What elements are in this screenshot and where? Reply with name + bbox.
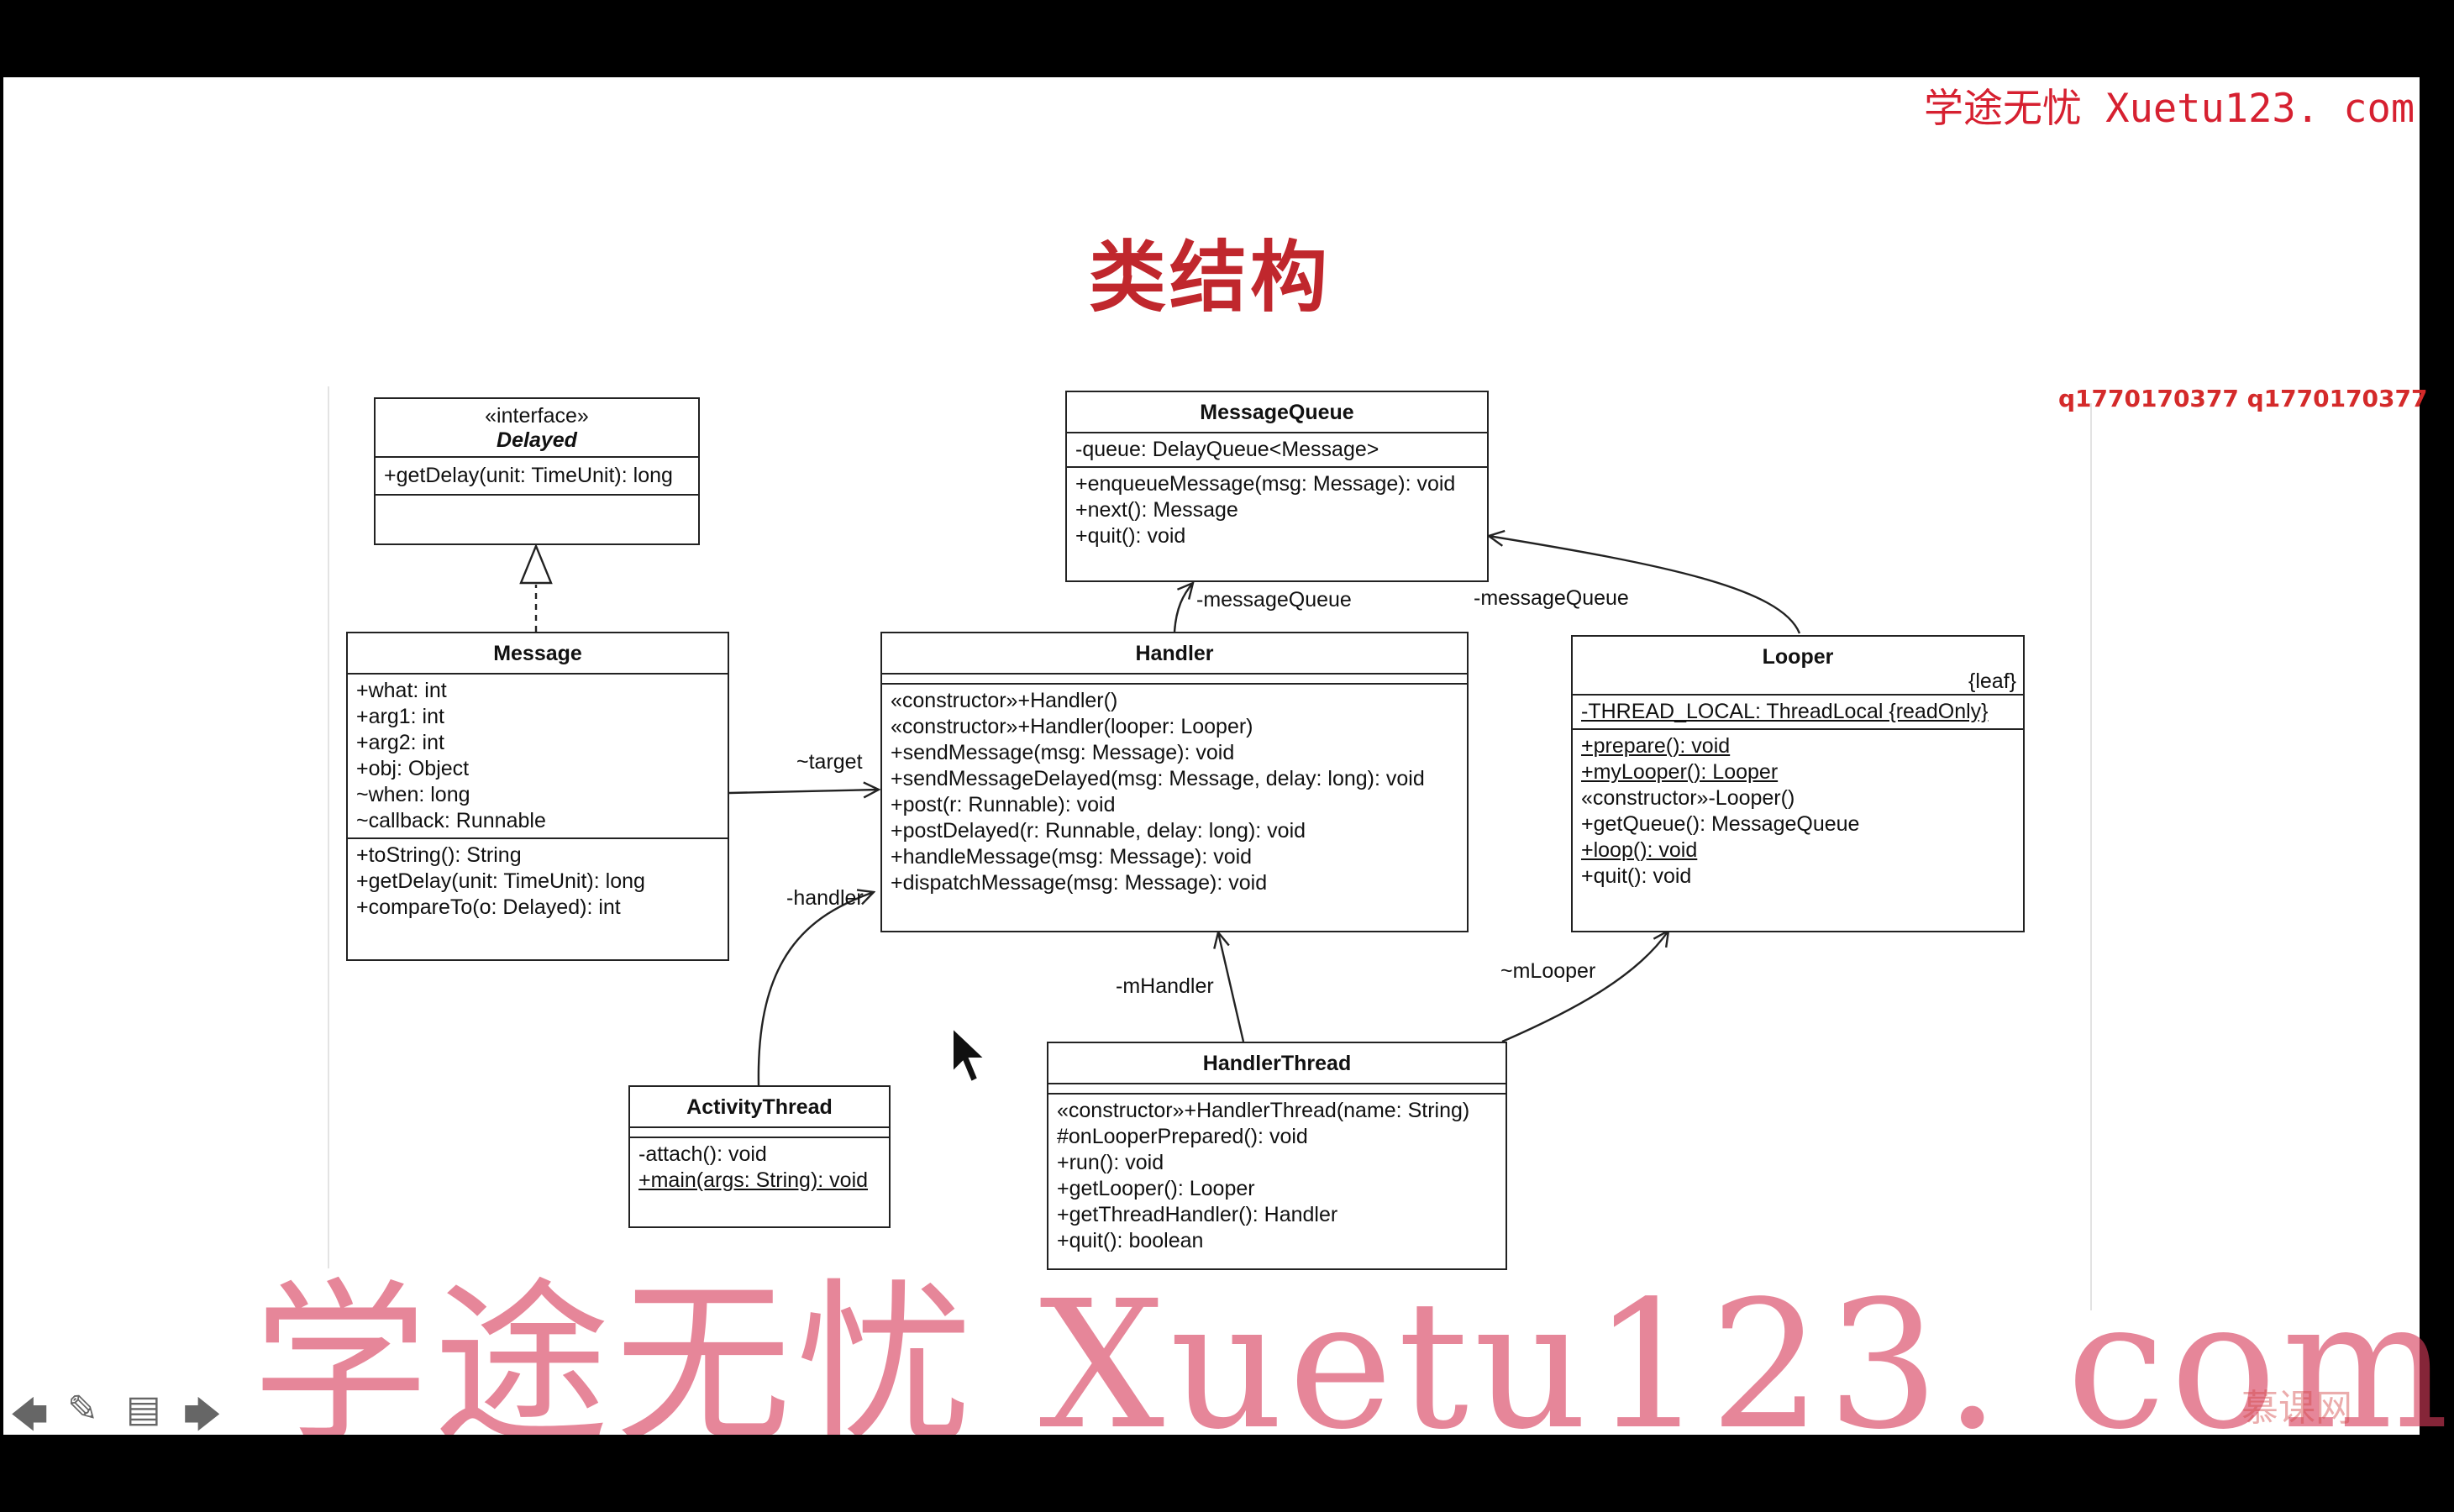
- handler-op: «constructor»+Handler(): [891, 689, 1118, 712]
- looper-property: {leaf}: [1968, 669, 2016, 693]
- label-m-handler: -mHandler: [1116, 974, 1214, 998]
- class-message: Message +what: int +arg1: int +arg2: int…: [346, 632, 729, 961]
- target-line: [728, 790, 879, 793]
- looper-op: +quit(): void: [1581, 864, 1692, 888]
- realization-triangle-icon: [519, 543, 553, 585]
- message-attr: ~callback: Runnable: [356, 809, 546, 832]
- looper-op: +getQueue(): MessageQueue: [1581, 812, 1860, 836]
- message-attr: ~when: long: [356, 783, 470, 806]
- message-name: Message: [493, 642, 582, 665]
- message-attr: +what: int: [356, 679, 447, 702]
- message-queue-op: +next(): Message: [1075, 498, 1238, 522]
- handler-name: Handler: [1135, 642, 1214, 665]
- top-black-bar: [0, 0, 2420, 77]
- handler-thread-op: +getLooper(): Looper: [1057, 1177, 1255, 1200]
- brand-logo: 慕课网: [2241, 1387, 2352, 1430]
- handler-thread-op: «constructor»+HandlerThread(name: String…: [1057, 1099, 1470, 1122]
- delayed-op: +getDelay(unit: TimeUnit): long: [384, 464, 673, 487]
- class-message-queue: MessageQueue -queue: DelayQueue<Message>…: [1065, 391, 1489, 582]
- message-queue-name: MessageQueue: [1200, 401, 1354, 424]
- looper-queue-line: [1489, 536, 1801, 634]
- activity-thread-empty-section: [630, 1126, 889, 1137]
- arrow-right-icon[interactable]: 🡆: [183, 1394, 222, 1436]
- looper-op: +loop(): void: [1581, 838, 1698, 862]
- activity-thread-name: ActivityThread: [686, 1095, 833, 1119]
- arrow-left-icon[interactable]: 🡄: [10, 1394, 49, 1436]
- delayed-stereotype: «interface»: [485, 404, 589, 428]
- label-handler-message-queue: -messageQueue: [1196, 588, 1352, 612]
- handler-thread-op: +getThreadHandler(): Handler: [1057, 1203, 1338, 1226]
- label-looper-message-queue: -messageQueue: [1474, 586, 1629, 610]
- handler-thread-op: #onLooperPrepared(): void: [1057, 1125, 1308, 1148]
- class-delayed: «interface» Delayed +getDelay(unit: Time…: [374, 397, 700, 545]
- message-attr: +arg2: int: [356, 731, 444, 754]
- looper-op: +myLooper(): Looper: [1581, 760, 1779, 784]
- message-op: +toString(): String: [356, 843, 522, 867]
- looper-op: +prepare(): void: [1581, 734, 1731, 758]
- handler-thread-op: +run(): void: [1057, 1151, 1164, 1174]
- handlerthread-looper-line: [1501, 931, 1668, 1043]
- mouse-cursor-icon: [952, 1026, 987, 1084]
- activitythread-handler-line: [757, 892, 874, 1086]
- label-target: ~target: [796, 750, 863, 774]
- delayed-empty-section: [376, 494, 698, 536]
- handler-op: «constructor»+Handler(looper: Looper): [891, 715, 1253, 738]
- message-op: +compareTo(o: Delayed): int: [356, 895, 621, 919]
- activity-thread-op: +main(args: String): void: [638, 1168, 869, 1192]
- handler-thread-op: +quit(): boolean: [1057, 1229, 1204, 1252]
- label-handler: -handler: [786, 886, 864, 910]
- handler-op: +post(r: Runnable): void: [891, 793, 1116, 816]
- handler-op: +sendMessage(msg: Message): void: [891, 741, 1235, 764]
- handler-op: +handleMessage(msg: Message): void: [891, 845, 1253, 869]
- handlerthread-handler-line: [1218, 932, 1245, 1042]
- looper-name: Looper: [1762, 645, 1834, 669]
- handler-thread-empty-section: [1048, 1083, 1506, 1093]
- message-queue-attr: -queue: DelayQueue<Message>: [1075, 438, 1379, 461]
- handler-queue-line: [1173, 583, 1193, 633]
- slides-icon[interactable]: ▤: [126, 1389, 161, 1430]
- message-queue-op: +enqueueMessage(msg: Message): void: [1075, 472, 1456, 496]
- qq-text: q1770170377 q1770170377: [2058, 385, 2428, 412]
- message-attr: +obj: Object: [356, 757, 470, 780]
- handler-empty-section: [882, 673, 1467, 683]
- handler-thread-name: HandlerThread: [1202, 1052, 1352, 1075]
- message-attr: +arg1: int: [356, 705, 444, 728]
- handler-op: +sendMessageDelayed(msg: Message, delay:…: [891, 767, 1425, 790]
- slide-title: 类结构: [1088, 233, 1331, 323]
- bottom-black-bar: [0, 1435, 2420, 1512]
- handler-op: +dispatchMessage(msg: Message): void: [891, 871, 1268, 895]
- message-op: +getDelay(unit: TimeUnit): long: [356, 869, 645, 893]
- guide-line-left: [328, 386, 329, 1268]
- class-handler-thread: HandlerThread «constructor»+HandlerThrea…: [1047, 1042, 1507, 1270]
- class-handler: Handler «constructor»+Handler() «constru…: [880, 632, 1469, 932]
- class-looper: Looper {leaf} -THREAD_LOCAL: ThreadLocal…: [1571, 635, 2025, 932]
- looper-attr: -THREAD_LOCAL: ThreadLocal {readOnly}: [1581, 700, 1989, 723]
- watermark-bottom: 学途无忧 Xuetu123. com: [252, 1263, 2454, 1468]
- label-m-looper: ~mLooper: [1500, 959, 1596, 983]
- watermark-top: 学途无忧 Xuetu123. com: [1924, 86, 2415, 132]
- looper-op: «constructor»-Looper(): [1581, 786, 1795, 810]
- delayed-name: Delayed: [497, 428, 577, 452]
- activity-thread-op: -attach(): void: [638, 1142, 767, 1166]
- handler-op: +postDelayed(r: Runnable, delay: long): …: [891, 819, 1306, 843]
- pencil-icon[interactable]: ✎: [67, 1389, 98, 1430]
- guide-line-right: [2090, 403, 2092, 1310]
- class-activity-thread: ActivityThread -attach(): void +main(arg…: [628, 1085, 891, 1228]
- message-queue-op: +quit(): void: [1075, 524, 1186, 548]
